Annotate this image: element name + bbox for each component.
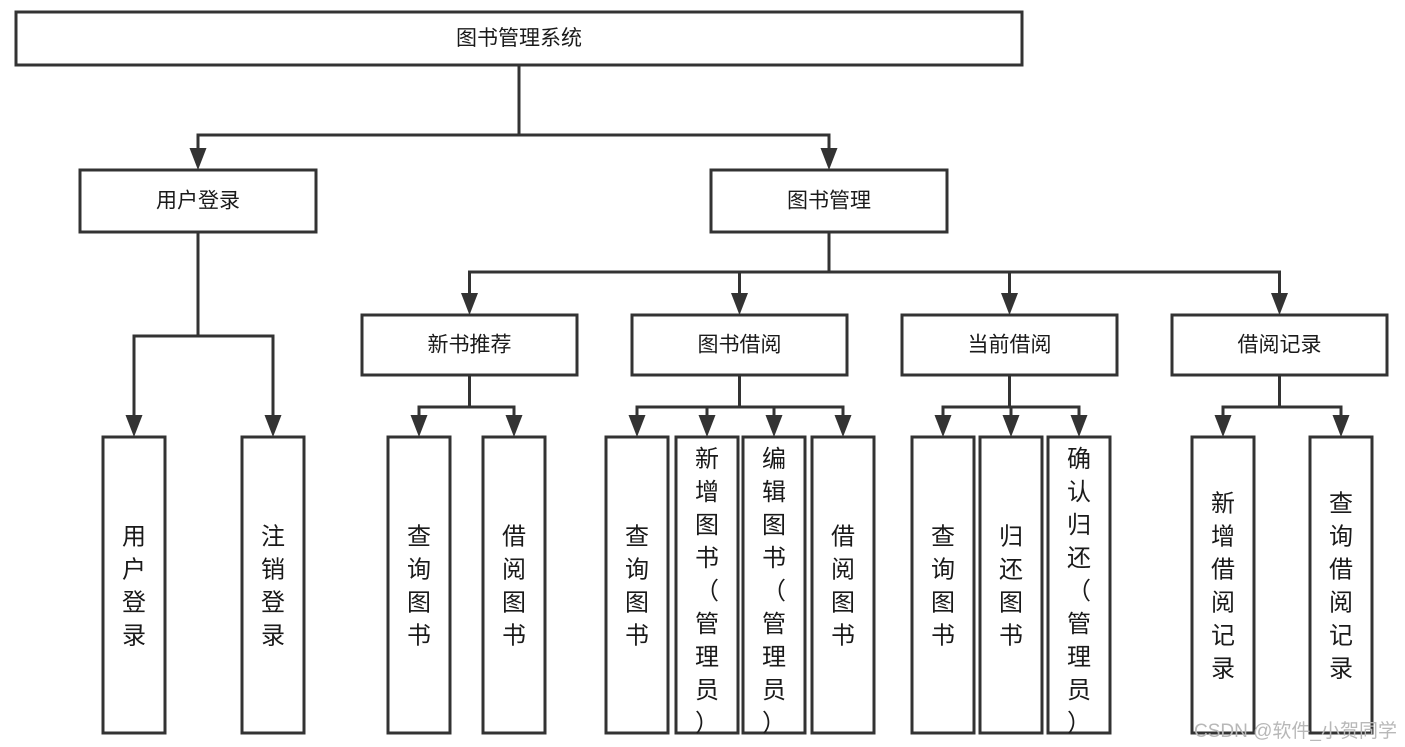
arrow-head-icon <box>1002 415 1020 437</box>
node-leaf-add-record[interactable]: 新增借阅记录 <box>1190 435 1256 735</box>
node-root[interactable]: 图书管理系统 <box>14 10 1024 67</box>
node-box <box>741 435 807 735</box>
node-book-management[interactable]: 图书管理 <box>709 168 949 234</box>
node-label: 图书管理系统 <box>456 27 582 50</box>
node-box <box>910 435 976 735</box>
node-box <box>386 435 452 735</box>
node-borrow-record[interactable]: 借阅记录 <box>1170 313 1389 377</box>
connector-layer <box>125 63 1350 437</box>
node-label: 查询图书 <box>407 524 431 650</box>
node-leaf-query-book-3[interactable]: 查询图书 <box>910 435 976 735</box>
node-leaf-return-book[interactable]: 归还图书 <box>978 435 1044 735</box>
node-label: 用户登录 <box>122 524 146 650</box>
arrow-head-icon <box>934 415 952 437</box>
arrow-head-icon <box>765 415 783 437</box>
node-label: 确认归还（管理员） <box>1067 446 1091 737</box>
connector-group-book-borrow <box>628 373 852 437</box>
node-box <box>101 435 167 735</box>
node-label: 注销登录 <box>261 524 285 650</box>
node-box <box>900 313 1119 377</box>
node-label: 借阅图书 <box>831 524 855 650</box>
arrow-head-icon <box>731 293 748 315</box>
node-label: 图书管理 <box>787 190 871 213</box>
node-label: 查询图书 <box>625 524 649 650</box>
connector-group-book-management <box>461 230 1288 315</box>
arrow-head-icon <box>628 415 646 437</box>
node-label: 查询图书 <box>931 524 955 650</box>
node-box <box>78 168 318 234</box>
node-box <box>604 435 670 735</box>
node-leaf-query-book-2[interactable]: 查询图书 <box>604 435 670 735</box>
node-leaf-query-book-1[interactable]: 查询图书 <box>386 435 452 735</box>
arrow-head-icon <box>820 148 838 170</box>
node-box <box>978 435 1044 735</box>
node-box <box>1190 435 1256 735</box>
node-leaf-logout[interactable]: 注销登录 <box>240 435 306 735</box>
node-user-login[interactable]: 用户登录 <box>78 168 318 234</box>
node-box <box>481 435 547 735</box>
connector-group-user-login <box>125 230 282 437</box>
arrow-head-icon <box>1332 415 1350 437</box>
node-label: 查询借阅记录 <box>1329 491 1353 683</box>
node-label: 借阅图书 <box>502 524 526 650</box>
node-label: 编辑图书（管理员） <box>762 446 786 737</box>
connector-group-borrow-record <box>1214 373 1350 437</box>
node-layer: 图书管理系统用户登录图书管理新书推荐图书借阅当前借阅借阅记录用户登录注销登录查询… <box>14 10 1389 737</box>
node-leaf-query-record[interactable]: 查询借阅记录 <box>1308 435 1374 735</box>
node-new-book-recommend[interactable]: 新书推荐 <box>360 313 579 377</box>
node-box <box>810 435 876 735</box>
node-box <box>709 168 949 234</box>
node-label: 图书借阅 <box>698 334 782 357</box>
arrow-head-icon <box>410 415 428 437</box>
node-label: 新书推荐 <box>428 334 512 357</box>
node-leaf-borrow-book-2[interactable]: 借阅图书 <box>810 435 876 735</box>
node-label: 归还图书 <box>999 524 1023 650</box>
node-label: 用户登录 <box>156 190 240 213</box>
connector-group-new-book-recommend <box>410 373 523 437</box>
node-box <box>674 435 740 735</box>
connector-group-current-borrow <box>934 373 1088 437</box>
arrow-head-icon <box>505 415 523 437</box>
node-box <box>1170 313 1389 377</box>
node-book-borrow[interactable]: 图书借阅 <box>630 313 849 377</box>
node-leaf-edit-book[interactable]: 编辑图书（管理员） <box>741 435 807 737</box>
node-box <box>1308 435 1374 735</box>
arrow-head-icon <box>461 293 478 315</box>
arrow-head-icon <box>1001 293 1018 315</box>
arrow-head-icon <box>125 415 143 437</box>
node-leaf-borrow-book-1[interactable]: 借阅图书 <box>481 435 547 735</box>
arrow-head-icon <box>834 415 852 437</box>
node-label: 新增图书（管理员） <box>695 446 719 737</box>
arrow-head-icon <box>1271 293 1288 315</box>
node-box <box>240 435 306 735</box>
arrow-head-icon <box>1070 415 1088 437</box>
node-label: 当前借阅 <box>968 334 1052 357</box>
node-label: 新增借阅记录 <box>1211 491 1235 683</box>
node-leaf-user-login[interactable]: 用户登录 <box>101 435 167 735</box>
node-box <box>360 313 579 377</box>
node-leaf-confirm-return[interactable]: 确认归还（管理员） <box>1046 435 1112 737</box>
node-current-borrow[interactable]: 当前借阅 <box>900 313 1119 377</box>
arrow-head-icon <box>1214 415 1232 437</box>
arrow-head-icon <box>698 415 716 437</box>
node-box <box>14 10 1024 67</box>
connector-group-root <box>189 63 838 170</box>
node-leaf-add-book[interactable]: 新增图书（管理员） <box>674 435 740 737</box>
node-box <box>1046 435 1112 735</box>
arrow-head-icon <box>264 415 282 437</box>
node-label: 借阅记录 <box>1238 334 1322 357</box>
arrow-head-icon <box>189 148 207 170</box>
node-box <box>630 313 849 377</box>
